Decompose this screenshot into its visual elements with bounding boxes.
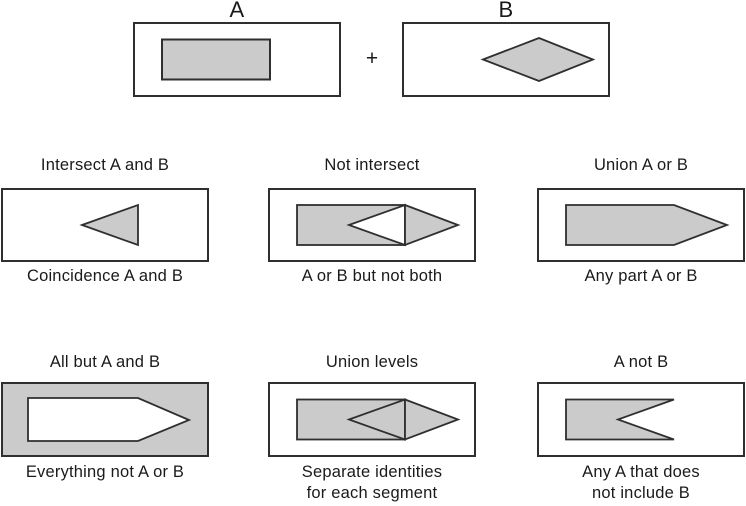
a-minus-b-polygon (565, 398, 675, 441)
set-b-diamond (480, 37, 596, 82)
cell-title-a-not-b: A not B (613, 353, 669, 371)
cell-caption-intersect: Coincidence A and B (26, 267, 184, 285)
cell-caption-all-but: Everything not A or B (25, 463, 185, 481)
intersect-panel (1, 188, 209, 262)
cell-title-all-but: All but A and B (49, 353, 161, 371)
cell-caption-union-levels: Separate identities for each segment (301, 463, 443, 502)
not-intersect-panel (268, 188, 476, 262)
cell-title-intersect: Intersect A and B (40, 156, 170, 174)
all-but-panel (1, 382, 209, 457)
intersection-triangle (79, 203, 139, 247)
cell-title-not-intersect: Not intersect (324, 156, 420, 174)
b-only-region (404, 203, 461, 247)
cell-title-union: Union A or B (593, 156, 689, 174)
input-b-label: B (498, 0, 514, 22)
set-a-rectangle (161, 38, 271, 81)
plus-sign: + (365, 47, 379, 70)
input-a-label: A (229, 0, 245, 22)
union-hole (27, 397, 192, 442)
union-panel (537, 188, 745, 262)
cell-caption-union: Any part A or B (584, 267, 698, 285)
input-a-panel (133, 22, 341, 97)
union-levels-panel (268, 382, 476, 457)
b-right-segment (404, 398, 461, 441)
input-b-panel (402, 22, 610, 97)
cell-title-union-levels: Union levels (325, 353, 419, 371)
cell-caption-not-intersect: A or B but not both (301, 267, 443, 285)
union-pentagon (565, 204, 730, 246)
a-not-b-panel (537, 382, 745, 457)
cell-caption-a-not-b: Any A that does not include B (582, 463, 700, 502)
